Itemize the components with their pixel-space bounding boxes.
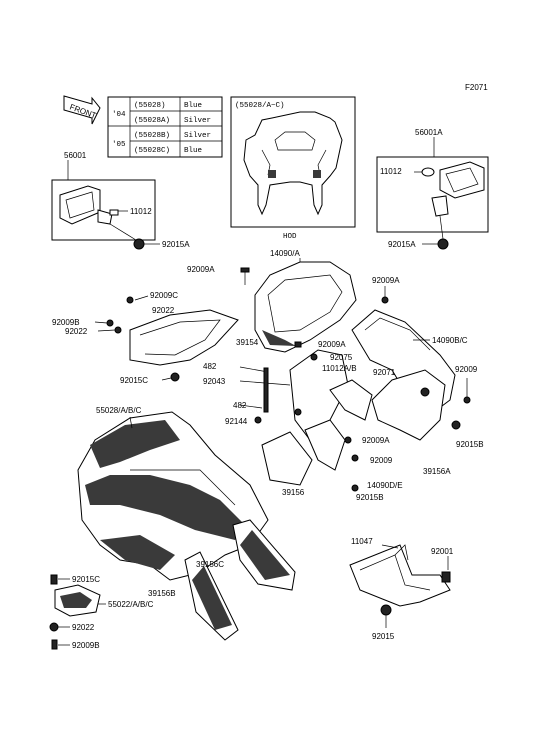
label-39156: 39156 <box>282 488 305 497</box>
label-92144: 92144 <box>225 417 248 426</box>
label-11012-right: 11012 <box>380 167 402 176</box>
label-92022-c: 92022 <box>72 623 95 632</box>
legend-year-04: '04 <box>112 111 126 119</box>
label-55022abc: 55022/A/B/C <box>108 600 154 609</box>
label-92009c: 92009C <box>150 291 178 300</box>
legend-part-55028c: (55028C) <box>134 147 170 155</box>
front-arrow: FRONT <box>63 95 101 125</box>
instrument-cover-part: 92009A 14090/A <box>187 249 357 353</box>
label-92001: 92001 <box>431 547 454 556</box>
legend-color-silver-2: Silver <box>184 132 211 140</box>
label-482-b: 482 <box>233 401 247 410</box>
legend-color-silver-1: Silver <box>184 117 211 125</box>
label-92022-a: 92022 <box>152 306 175 315</box>
label-92015c-b: 92015C <box>72 575 100 584</box>
label-92009b: 92009B <box>52 318 80 327</box>
figure-id: F2071 <box>465 83 488 92</box>
center-bracket-parts: 482 92043 482 92009A 92075 11012A/B 9214… <box>203 340 373 441</box>
label-92015a-left: 92015A <box>162 240 190 249</box>
label-92009a-center: 92009A <box>318 340 346 349</box>
label-482-a: 482 <box>203 362 217 371</box>
label-14090a: 14090/A <box>270 249 300 258</box>
small-cover-55022-group: 92015C 55022/A/B/C 92022 92009B <box>49 574 154 650</box>
right-side-cover-part: 92009A 14090B/C 92071 92009 92015B 39156… <box>351 276 484 476</box>
label-55028abc: 55028/A/B/C <box>96 406 142 415</box>
legend-color-blue-2: Blue <box>184 147 202 155</box>
cowling-front-view-inset: (55028/A~C) HOD <box>230 96 356 241</box>
right-mirror-group: 56001A 11012 92015A <box>376 128 489 250</box>
label-92015b-b: 92015B <box>356 493 384 502</box>
left-mirror-group: 56001 11012 92015A <box>51 151 190 250</box>
label-92009a-top: 92009A <box>187 265 215 274</box>
left-inner-cover-part: 92009C 92009B 92022 92022 39154 92015C <box>52 291 259 385</box>
label-92015a-right: 92015A <box>388 240 416 249</box>
label-92015: 92015 <box>372 632 395 641</box>
lower-center-panels: 92009A 92009 39156 14090D/E 92015B <box>261 408 403 502</box>
legend-part-55028b: (55028B) <box>134 132 170 140</box>
label-56001a: 56001A <box>415 128 443 137</box>
stay-bracket-11047-group: 11047 92001 92015 <box>349 537 454 641</box>
label-92043: 92043 <box>203 377 226 386</box>
label-39156a: 39156A <box>423 467 451 476</box>
label-14090de: 14090D/E <box>367 481 403 490</box>
label-92071: 92071 <box>373 368 396 377</box>
legend-color-blue-1: Blue <box>184 102 202 110</box>
legend-part-55028a: (55028A) <box>134 117 170 125</box>
model-legend-table: '04 (55028) Blue (55028A) Silver '05 (55… <box>107 96 223 158</box>
legend-year-05: '05 <box>112 141 126 149</box>
label-39156c: 39156C <box>196 560 224 569</box>
label-11047: 11047 <box>351 537 373 546</box>
label-92009-b: 92009 <box>370 456 393 465</box>
label-92015c-a: 92015C <box>120 376 148 385</box>
legend-part-55028: (55028) <box>134 102 166 110</box>
label-92015b-a: 92015B <box>456 440 484 449</box>
label-92009a-right: 92009A <box>372 276 400 285</box>
inset-title: (55028/A~C) <box>235 102 285 110</box>
label-11012ab: 11012A/B <box>322 364 357 373</box>
label-39156b: 39156B <box>148 589 176 598</box>
label-56001: 56001 <box>64 151 87 160</box>
label-14090bc: 14090B/C <box>432 336 468 345</box>
inset-note: HOD <box>283 233 297 241</box>
label-39154: 39154 <box>236 338 259 347</box>
lower-side-panels: 39156C 39156B <box>148 519 296 641</box>
label-92075: 92075 <box>330 353 353 362</box>
label-11012-left: 11012 <box>130 207 152 216</box>
label-92022-b: 92022 <box>65 327 88 336</box>
label-92009b-b: 92009B <box>72 641 100 650</box>
label-92009-a: 92009 <box>455 365 478 374</box>
label-92009a-lower: 92009A <box>362 436 390 445</box>
